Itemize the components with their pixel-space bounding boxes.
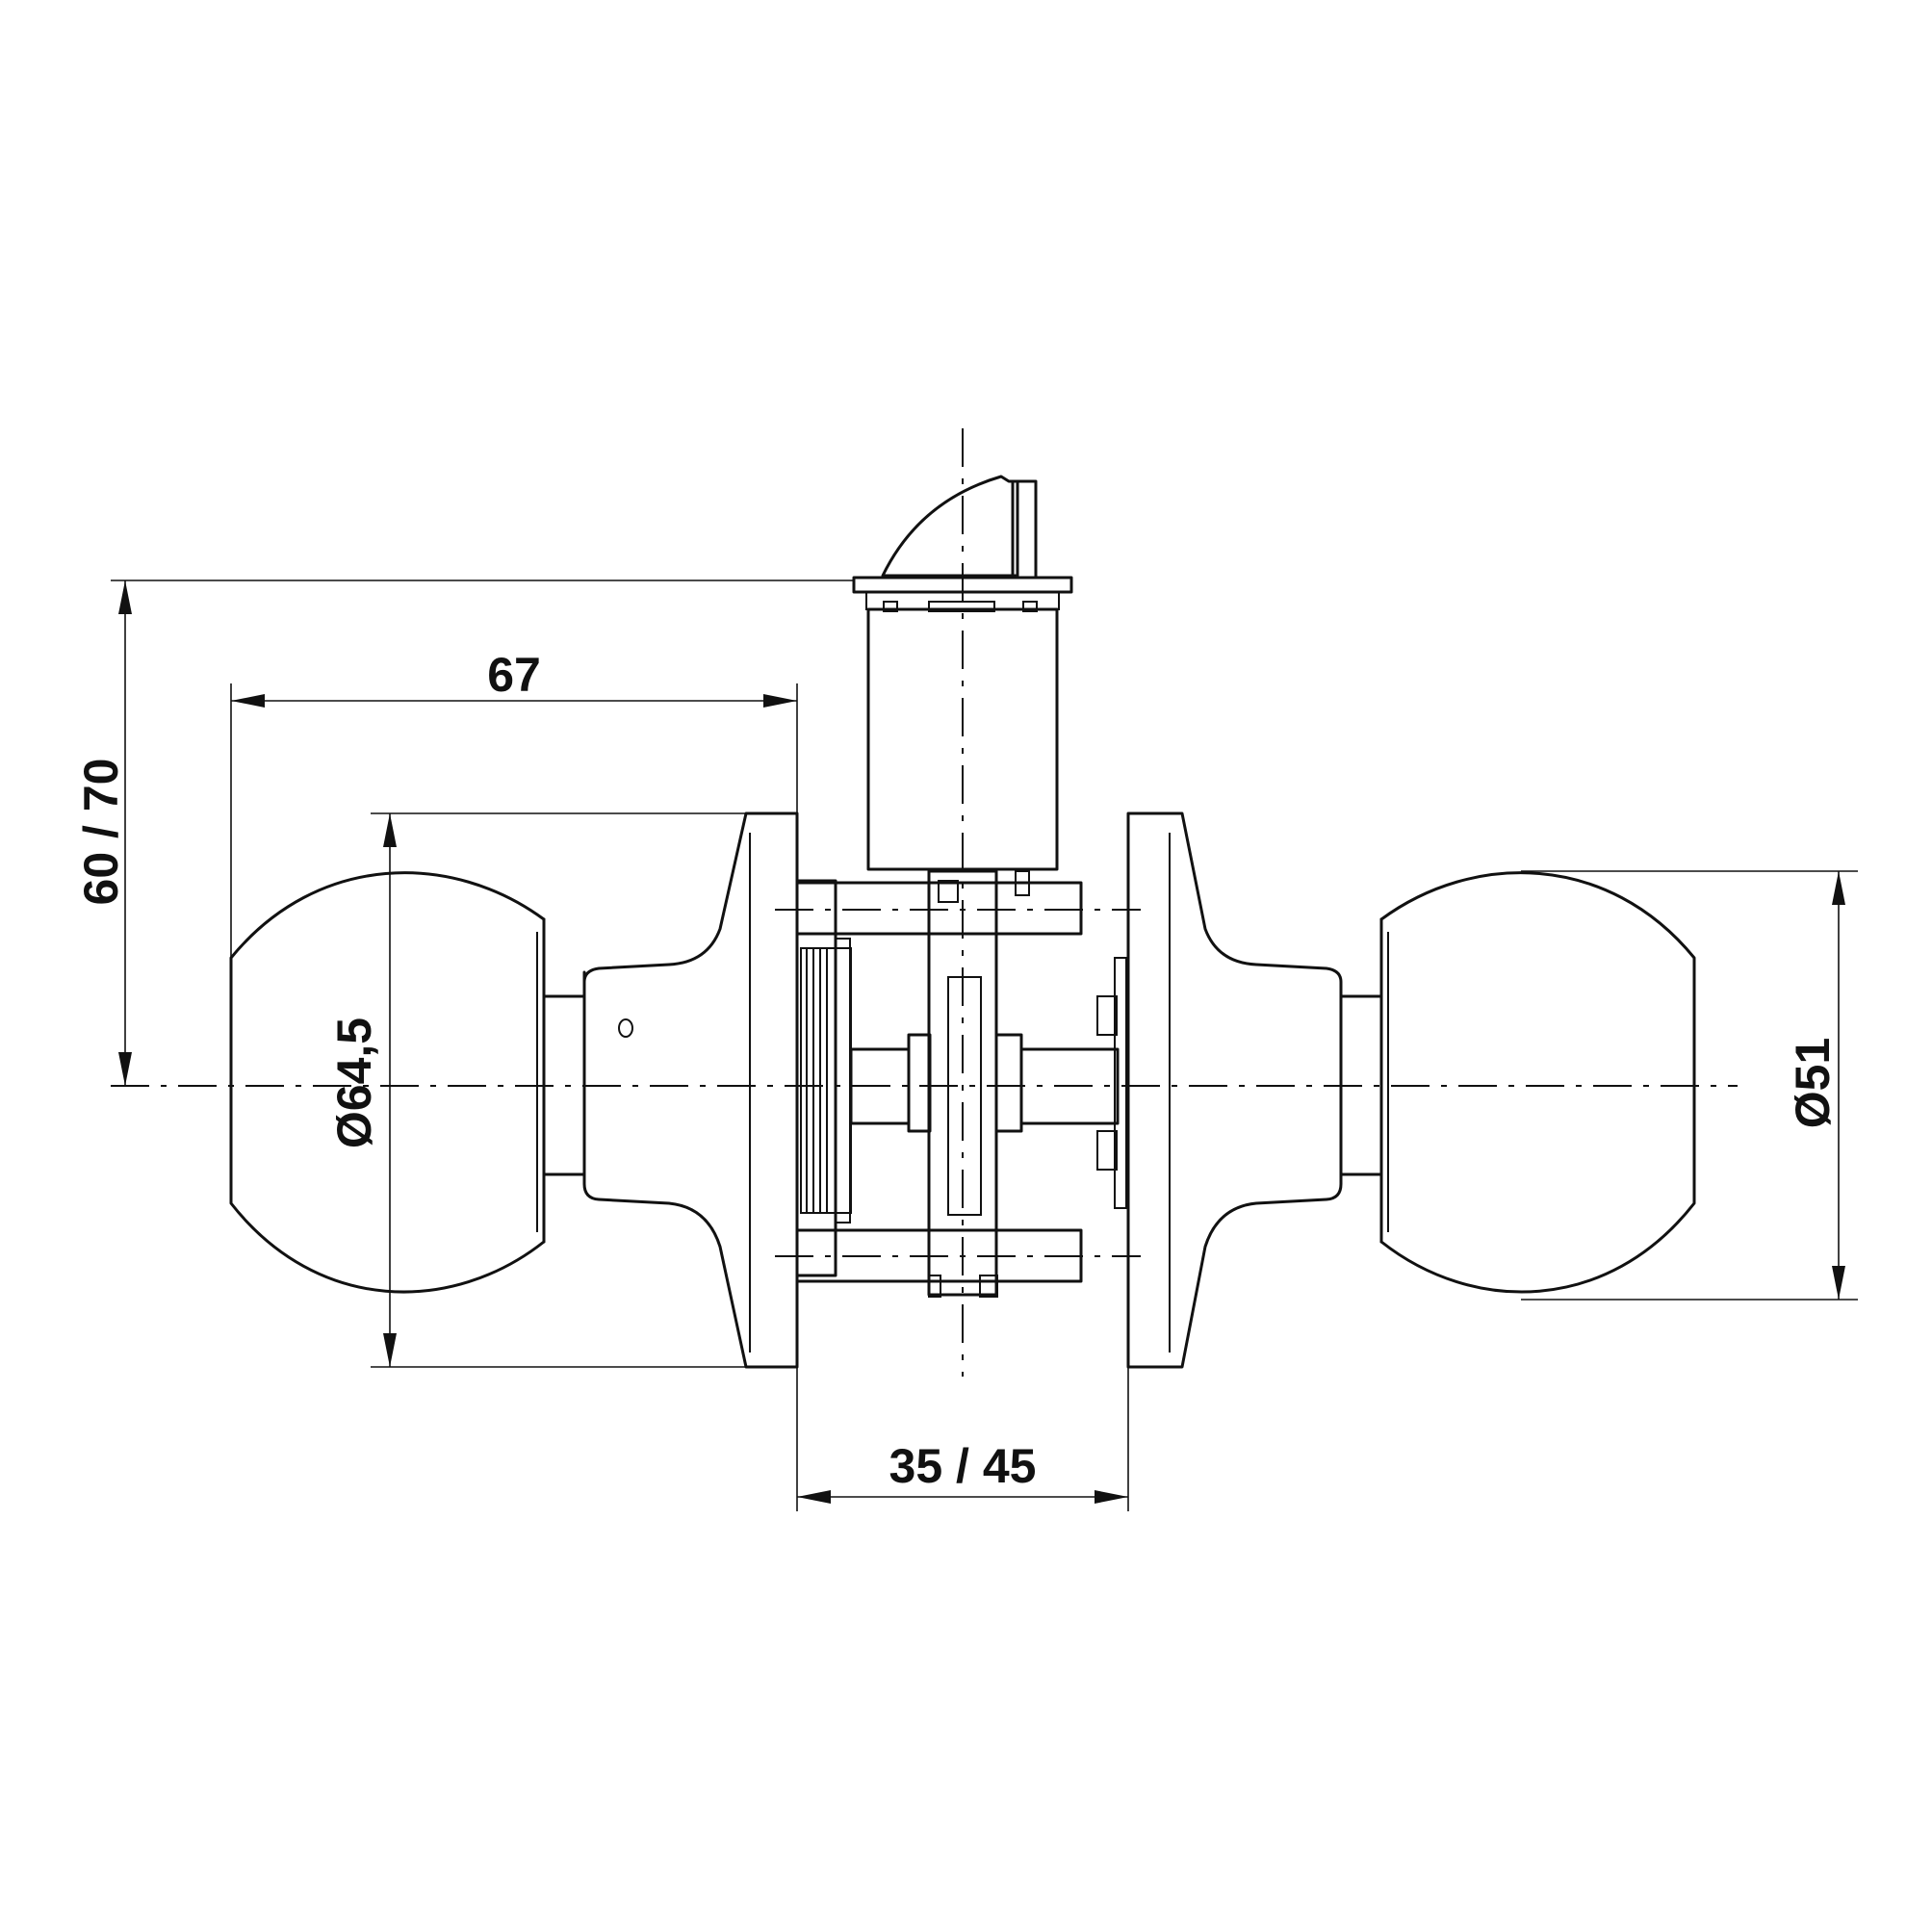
right-bracket-lug-bottom: [1096, 1130, 1118, 1171]
bottom-tab-left: [928, 1275, 941, 1298]
latch-housing: [866, 607, 1059, 871]
bottom-tab-right: [979, 1275, 998, 1298]
arrowhead-67-left: [231, 694, 265, 708]
arrowhead-knob-bottom: [1832, 1266, 1845, 1300]
top-tab-left: [938, 880, 959, 903]
left-rose-body: [582, 811, 799, 1369]
arrowhead-rose-top: [383, 813, 397, 847]
left-keyhole: [618, 1018, 633, 1038]
dimension-label-door-thickness: 35 / 45: [889, 1439, 1037, 1493]
right-knob-ball: [1379, 871, 1696, 1294]
left-knob: [229, 811, 799, 1369]
left-plate: [795, 879, 837, 1277]
dimension-rose-diameter: Ø64,5: [327, 812, 746, 1368]
spindle-nut-left: [907, 1033, 932, 1133]
central-mechanism: [795, 869, 1127, 1298]
dimension-backset: 60 / 70: [74, 580, 854, 1086]
arrowhead-knob-top: [1832, 871, 1845, 905]
spring-frame: [835, 938, 851, 1224]
faceplate-notch-middle: [928, 601, 995, 612]
dimension-knob-projection: 67: [230, 648, 798, 958]
dimension-label-backset: 60 / 70: [74, 759, 128, 906]
dimension-door-thickness: 35 / 45: [796, 1367, 1129, 1511]
arrowhead-backset-top: [118, 580, 132, 614]
arrowhead-67-right: [763, 694, 797, 708]
lower-screw-shaft: [795, 1228, 1083, 1283]
arrowhead-backset-bottom: [118, 1052, 132, 1086]
right-knob: [1126, 811, 1696, 1369]
arrowhead-rose-bottom: [383, 1333, 397, 1367]
left-knob-ball: [229, 871, 546, 1294]
arrowhead-door-right: [1095, 1490, 1128, 1504]
faceplate-notch-right: [1022, 601, 1038, 612]
latch-bolt-head: [881, 475, 1019, 578]
dimension-label-rose-diameter: Ø64,5: [327, 1018, 381, 1148]
spindle-right: [1019, 1047, 1120, 1125]
faceplate-notch-left: [883, 601, 898, 612]
dimension-knob-diameter: Ø51: [1521, 870, 1858, 1301]
right-bracket-lug-top: [1096, 995, 1118, 1036]
top-tab-right: [1015, 870, 1030, 896]
latch-bolt: [852, 475, 1073, 871]
dimension-label-knob-projection: 67: [487, 648, 541, 702]
dimension-label-knob-diameter: Ø51: [1786, 1038, 1840, 1129]
right-bracket: [1114, 957, 1127, 1209]
central-plate-slot: [947, 976, 982, 1216]
right-rose-body: [1126, 811, 1343, 1369]
spindle-nut-right: [994, 1033, 1023, 1133]
center-lines: [111, 428, 1738, 1377]
arrowhead-door-left: [797, 1490, 831, 1504]
